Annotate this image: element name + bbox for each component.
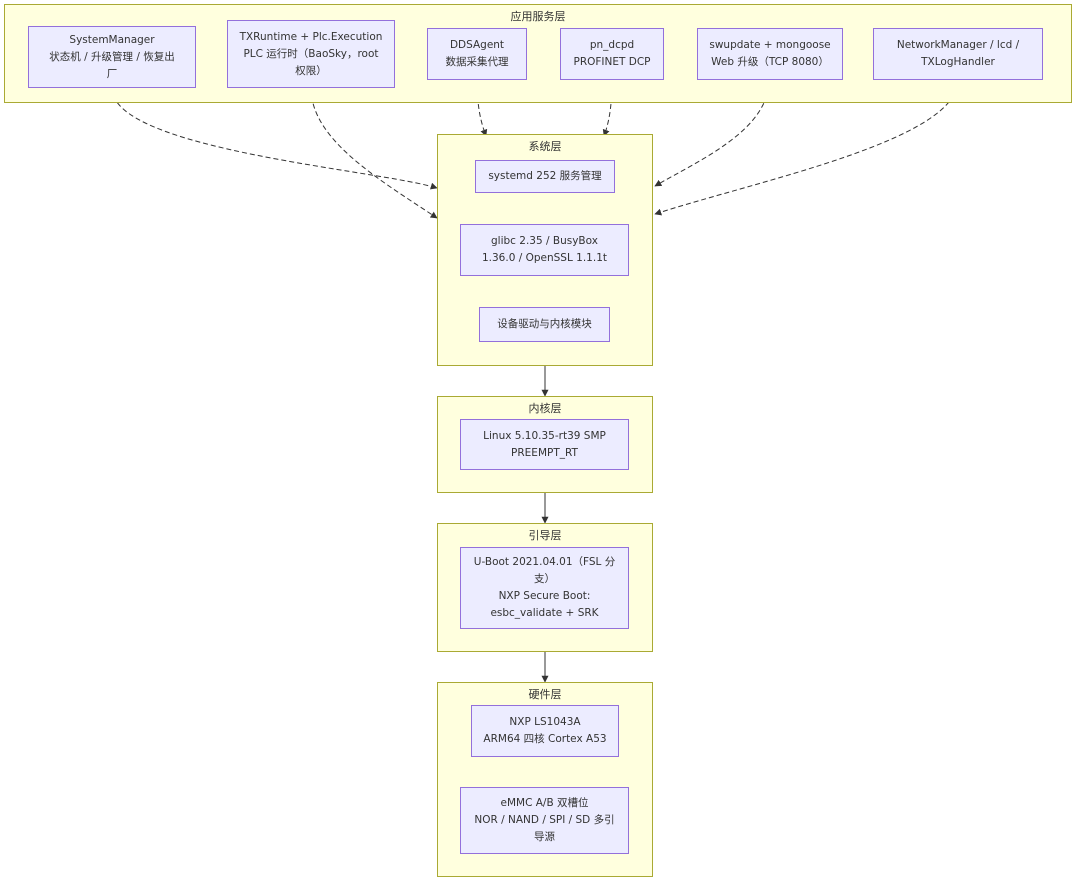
- node-systemd-label: systemd 252 服务管理: [488, 170, 602, 182]
- node-drivers: 设备驱动与内核模块: [479, 307, 610, 342]
- node-swupdate: swupdate + mongoose Web 升级（TCP 8080）: [697, 28, 843, 80]
- node-drivers-label: 设备驱动与内核模块: [497, 318, 592, 330]
- node-storage-label: eMMC A/B 双槽位 NOR / NAND / SPI / SD 多引 导源: [474, 797, 615, 843]
- edge-systemmanager-to-system: [111, 87, 438, 190]
- node-pn-dcpd: pn_dcpd PROFINET DCP: [560, 28, 664, 80]
- node-tx-runtime: TXRuntime + Plc.Execution PLC 运行时（BaoSky…: [227, 20, 395, 88]
- edge-ddsagent-to-system: [476, 79, 488, 137]
- node-system-manager-label: SystemManager 状态机 / 升级管理 / 恢复出 厂: [49, 33, 175, 80]
- node-uboot-label: U-Boot 2021.04.01（FSL 分 支） NXP Secure Bo…: [473, 556, 616, 619]
- edge-txruntime-to-system: [310, 87, 438, 219]
- cluster-title-system: 系统层: [528, 140, 562, 153]
- node-swupdate-label: swupdate + mongoose Web 升级（TCP 8080）: [709, 39, 831, 68]
- node-glibc-label: glibc 2.35 / BusyBox 1.36.0 / OpenSSL 1.…: [481, 235, 607, 264]
- node-pn-dcpd-label: pn_dcpd PROFINET DCP: [573, 39, 651, 68]
- node-system-manager: SystemManager 状态机 / 升级管理 / 恢复出 厂: [28, 26, 196, 88]
- cluster-title-kernel: 内核层: [528, 402, 562, 415]
- node-network-manager-label: NetworkManager / lcd / TXLogHandler: [896, 39, 1020, 68]
- edge-pndcpd-to-system: [602, 79, 613, 137]
- node-tx-runtime-label: TXRuntime + Plc.Execution PLC 运行时（BaoSky…: [239, 30, 383, 77]
- node-glibc: glibc 2.35 / BusyBox 1.36.0 / OpenSSL 1.…: [460, 224, 629, 276]
- node-systemd: systemd 252 服务管理: [475, 160, 615, 193]
- node-uboot: U-Boot 2021.04.01（FSL 分 支） NXP Secure Bo…: [460, 547, 629, 629]
- cluster-title-hardware: 硬件层: [528, 688, 562, 701]
- node-linux: Linux 5.10.35-rt39 SMP PREEMPT_RT: [460, 419, 629, 470]
- node-network-manager: NetworkManager / lcd / TXLogHandler: [873, 28, 1043, 80]
- node-soc-label: NXP LS1043A ARM64 四核 Cortex A53: [483, 716, 607, 745]
- node-storage: eMMC A/B 双槽位 NOR / NAND / SPI / SD 多引 导源: [460, 787, 629, 854]
- cluster-title-boot: 引导层: [528, 529, 562, 542]
- node-soc: NXP LS1043A ARM64 四核 Cortex A53: [471, 705, 619, 757]
- node-linux-label: Linux 5.10.35-rt39 SMP PREEMPT_RT: [483, 429, 606, 459]
- cluster-title-application: 应用服务层: [510, 10, 566, 23]
- node-dds-agent: DDSAgent 数据采集代理: [427, 28, 527, 80]
- node-dds-agent-label: DDSAgent 数据采集代理: [445, 39, 509, 68]
